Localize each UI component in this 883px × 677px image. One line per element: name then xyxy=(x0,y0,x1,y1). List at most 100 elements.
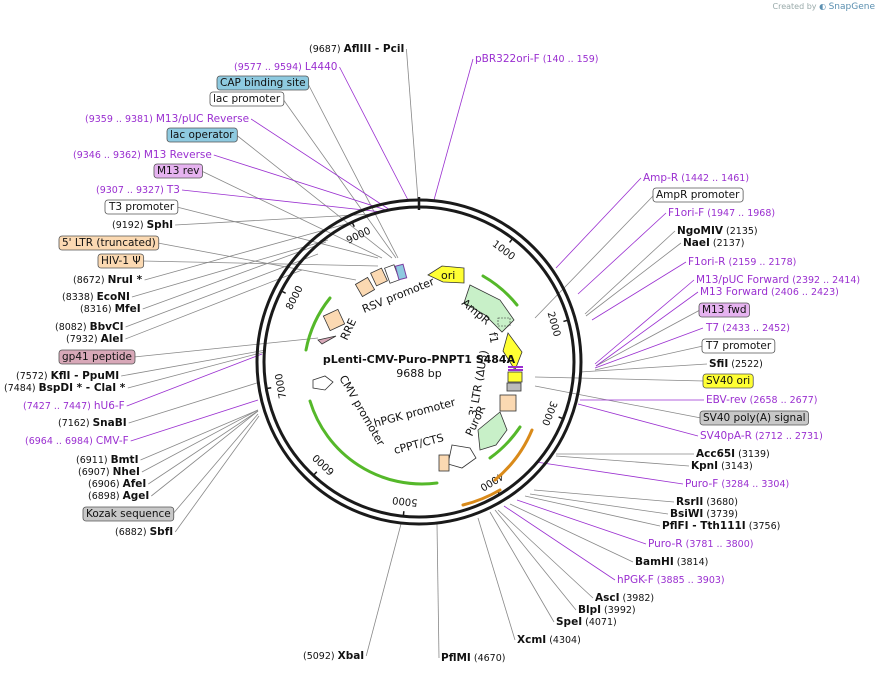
annotation-xbaI[interactable]: (5092) XbaI xyxy=(303,650,364,662)
feature-shapes xyxy=(312,263,523,472)
ampr-arc[interactable] xyxy=(481,274,519,307)
leader-line-hpgkf xyxy=(503,505,616,581)
annotation-ascI[interactable]: AscI (3982) xyxy=(595,592,654,604)
annotation-kflI[interactable]: (7572) KflI - PpuMI xyxy=(16,370,119,382)
annotation-hiv1[interactable]: HIV-1 Ψ xyxy=(97,253,145,269)
annotation-m13rev_p[interactable]: (9346 .. 9362) M13 Reverse xyxy=(73,149,212,161)
annotation-sv40pa[interactable]: SV40 poly(A) signal xyxy=(699,410,809,426)
cmv-arc[interactable] xyxy=(308,399,439,486)
annotation-f1orif[interactable]: F1ori-F (1947 .. 1968) xyxy=(668,207,775,219)
annotation-cmvf[interactable]: (6964 .. 6984) CMV-F xyxy=(25,435,129,447)
hpgk-arrow[interactable] xyxy=(447,444,477,469)
annotation-xcmI[interactable]: XcmI (4304) xyxy=(517,634,581,646)
feature-box xyxy=(58,235,160,251)
ltr3-arc-1[interactable] xyxy=(493,428,534,482)
annotation-lacprom[interactable]: lac promoter xyxy=(209,91,285,107)
alias: - PpuMI xyxy=(70,370,119,382)
annotation-aleI[interactable]: (7932) AleI xyxy=(66,333,123,345)
ltr5-block-1[interactable] xyxy=(354,276,376,298)
annotation-sbfI[interactable]: (6882) SbfI xyxy=(115,526,173,538)
ltr3-block[interactable] xyxy=(499,394,517,412)
annotation-cap[interactable]: CAP binding site xyxy=(216,75,310,91)
annotation-afeI[interactable]: (6906) AfeI xyxy=(88,478,146,490)
annotation-f1orir[interactable]: F1ori-R (2159 .. 2178) xyxy=(688,256,796,268)
annotation-bmtI[interactable]: (6911) BmtI xyxy=(76,454,138,466)
annotation-ageI[interactable]: (6898) AgeI xyxy=(88,490,149,502)
annotation-puroR_p[interactable]: Puro-R (3781 .. 3800) xyxy=(648,538,753,550)
annotation-naeI[interactable]: NaeI (2137) xyxy=(683,237,745,249)
annotation-nruI[interactable]: (8672) NruI * xyxy=(73,274,143,286)
rre-block[interactable] xyxy=(322,308,346,332)
annotation-speI[interactable]: SpeI (4071) xyxy=(556,616,617,628)
cppt-block[interactable] xyxy=(438,454,450,472)
annotation-pflMI[interactable]: PflMI (4670) xyxy=(441,652,505,664)
annotation-l4440[interactable]: (9577 .. 9594) L4440 xyxy=(234,61,337,73)
annotation-lacop[interactable]: lac operator xyxy=(166,127,238,143)
annotation-sv40par[interactable]: SV40pA-R (2712 .. 2731) xyxy=(700,430,823,442)
lac-block[interactable] xyxy=(394,263,408,281)
annotation-m13puc_rev[interactable]: (9359 .. 9381) M13/pUC Reverse xyxy=(85,113,249,125)
annotation-mfeI[interactable]: (8316) MfeI xyxy=(80,303,141,315)
annotation-pflFI[interactable]: PflFI - Tth111I (3756) xyxy=(662,520,780,532)
annotation-purof[interactable]: Puro-F (3284 .. 3304) xyxy=(685,478,789,490)
name: BsiWI xyxy=(670,508,703,520)
annotation-m13rev_f[interactable]: M13 rev xyxy=(153,163,203,179)
feature-box xyxy=(698,302,750,318)
annotation-snaBI[interactable]: (7162) SnaBI xyxy=(58,417,127,429)
annotation-nheI[interactable]: (6907) NheI xyxy=(78,466,140,478)
annotation-sv40ori[interactable]: SV40 ori xyxy=(702,373,754,389)
annotation-ecoNI[interactable]: (8338) EcoNI xyxy=(62,291,130,303)
primer-strip-2 xyxy=(508,366,523,368)
ltr3-arc-2[interactable] xyxy=(461,488,502,507)
annotation-m13fwd_f[interactable]: M13 fwd xyxy=(698,302,750,318)
annotation-hpgkf[interactable]: hPGK-F (3885 .. 3903) xyxy=(617,574,725,586)
cmv-arrow[interactable] xyxy=(312,375,334,391)
annotation-acc65I[interactable]: Acc65I (3139) xyxy=(696,448,770,460)
rre-arc[interactable] xyxy=(304,296,332,352)
sv40-block[interactable] xyxy=(507,371,523,383)
annotation-ampr_p[interactable]: Amp-R (1442 .. 1461) xyxy=(643,172,749,184)
annotation-ebvrev[interactable]: EBV-rev (2658 .. 2677) xyxy=(706,394,818,406)
annotation-text-pbr322: pBR322ori-F (140 .. 159) xyxy=(475,53,598,65)
leader-line-sphI xyxy=(175,213,375,226)
leader-line-pbr322 xyxy=(433,58,474,201)
annotation-rsrII[interactable]: RsrII (3680) xyxy=(676,496,738,508)
feature-box xyxy=(652,187,744,203)
annotation-t7prom[interactable]: T7 promoter xyxy=(701,338,776,354)
annotation-bbvCI[interactable]: (8082) BbvCI xyxy=(55,321,124,333)
annotation-bamHI[interactable]: BamHI (3814) xyxy=(635,556,708,568)
annotation-blpI[interactable]: BlpI (3992) xyxy=(578,604,636,616)
name: hPGK-F xyxy=(617,574,654,586)
ltr5-block-2[interactable] xyxy=(370,267,388,287)
annotation-pbr322[interactable]: pBR322ori-F (140 .. 159) xyxy=(475,53,598,65)
sv40pa-block[interactable] xyxy=(506,382,522,392)
annotation-amprprom[interactable]: AmpR promoter xyxy=(652,187,744,203)
annotation-bspDI[interactable]: (7484) BspDI * - ClaI * xyxy=(4,382,126,394)
annotation-bsiWI[interactable]: BsiWI (3739) xyxy=(670,508,738,520)
annotation-aflIII[interactable]: (9687) AflIII - PciI xyxy=(309,43,404,55)
position: (2522) xyxy=(728,359,763,370)
name: M13 Forward xyxy=(700,286,768,298)
annotation-kozak[interactable]: Kozak sequence xyxy=(82,506,175,522)
puror-arc[interactable] xyxy=(488,425,522,460)
annotation-ltr5[interactable]: 5' LTR (truncated) xyxy=(58,235,160,251)
annotation-gp41[interactable]: gp41 peptide xyxy=(58,349,136,365)
rre-leaf[interactable] xyxy=(317,335,337,345)
annotation-t3prom[interactable]: T3 promoter xyxy=(104,199,179,215)
leader-line-m13fwd xyxy=(595,291,699,367)
name: F1ori-F xyxy=(668,207,704,219)
ampr-arrow[interactable] xyxy=(463,284,515,333)
annotation-t7[interactable]: T7 (2433 .. 2452) xyxy=(705,322,790,334)
annotation-sphI[interactable]: (9192) SphI xyxy=(112,219,173,231)
annotation-hu6f[interactable]: (7427 .. 7447) hU6-F xyxy=(23,400,125,412)
ori-arrow[interactable] xyxy=(427,265,465,284)
annotation-m13pucf[interactable]: M13/pUC Forward (2392 .. 2414) xyxy=(696,274,860,286)
annotation-t3[interactable]: (9307 .. 9327) T3 xyxy=(96,184,180,196)
annotation-ngoMIV[interactable]: NgoMIV (2135) xyxy=(677,225,758,237)
annotation-sfiI[interactable]: SfiI (2522) xyxy=(709,358,763,370)
amp-dashbox[interactable] xyxy=(497,317,511,327)
annotation-kpnI[interactable]: KpnI (3143) xyxy=(691,460,753,472)
annotation-m13fwd[interactable]: M13 Forward (2406 .. 2423) xyxy=(700,286,839,298)
alias: - ClaI * xyxy=(82,382,126,394)
puror-arrow[interactable] xyxy=(477,411,508,451)
